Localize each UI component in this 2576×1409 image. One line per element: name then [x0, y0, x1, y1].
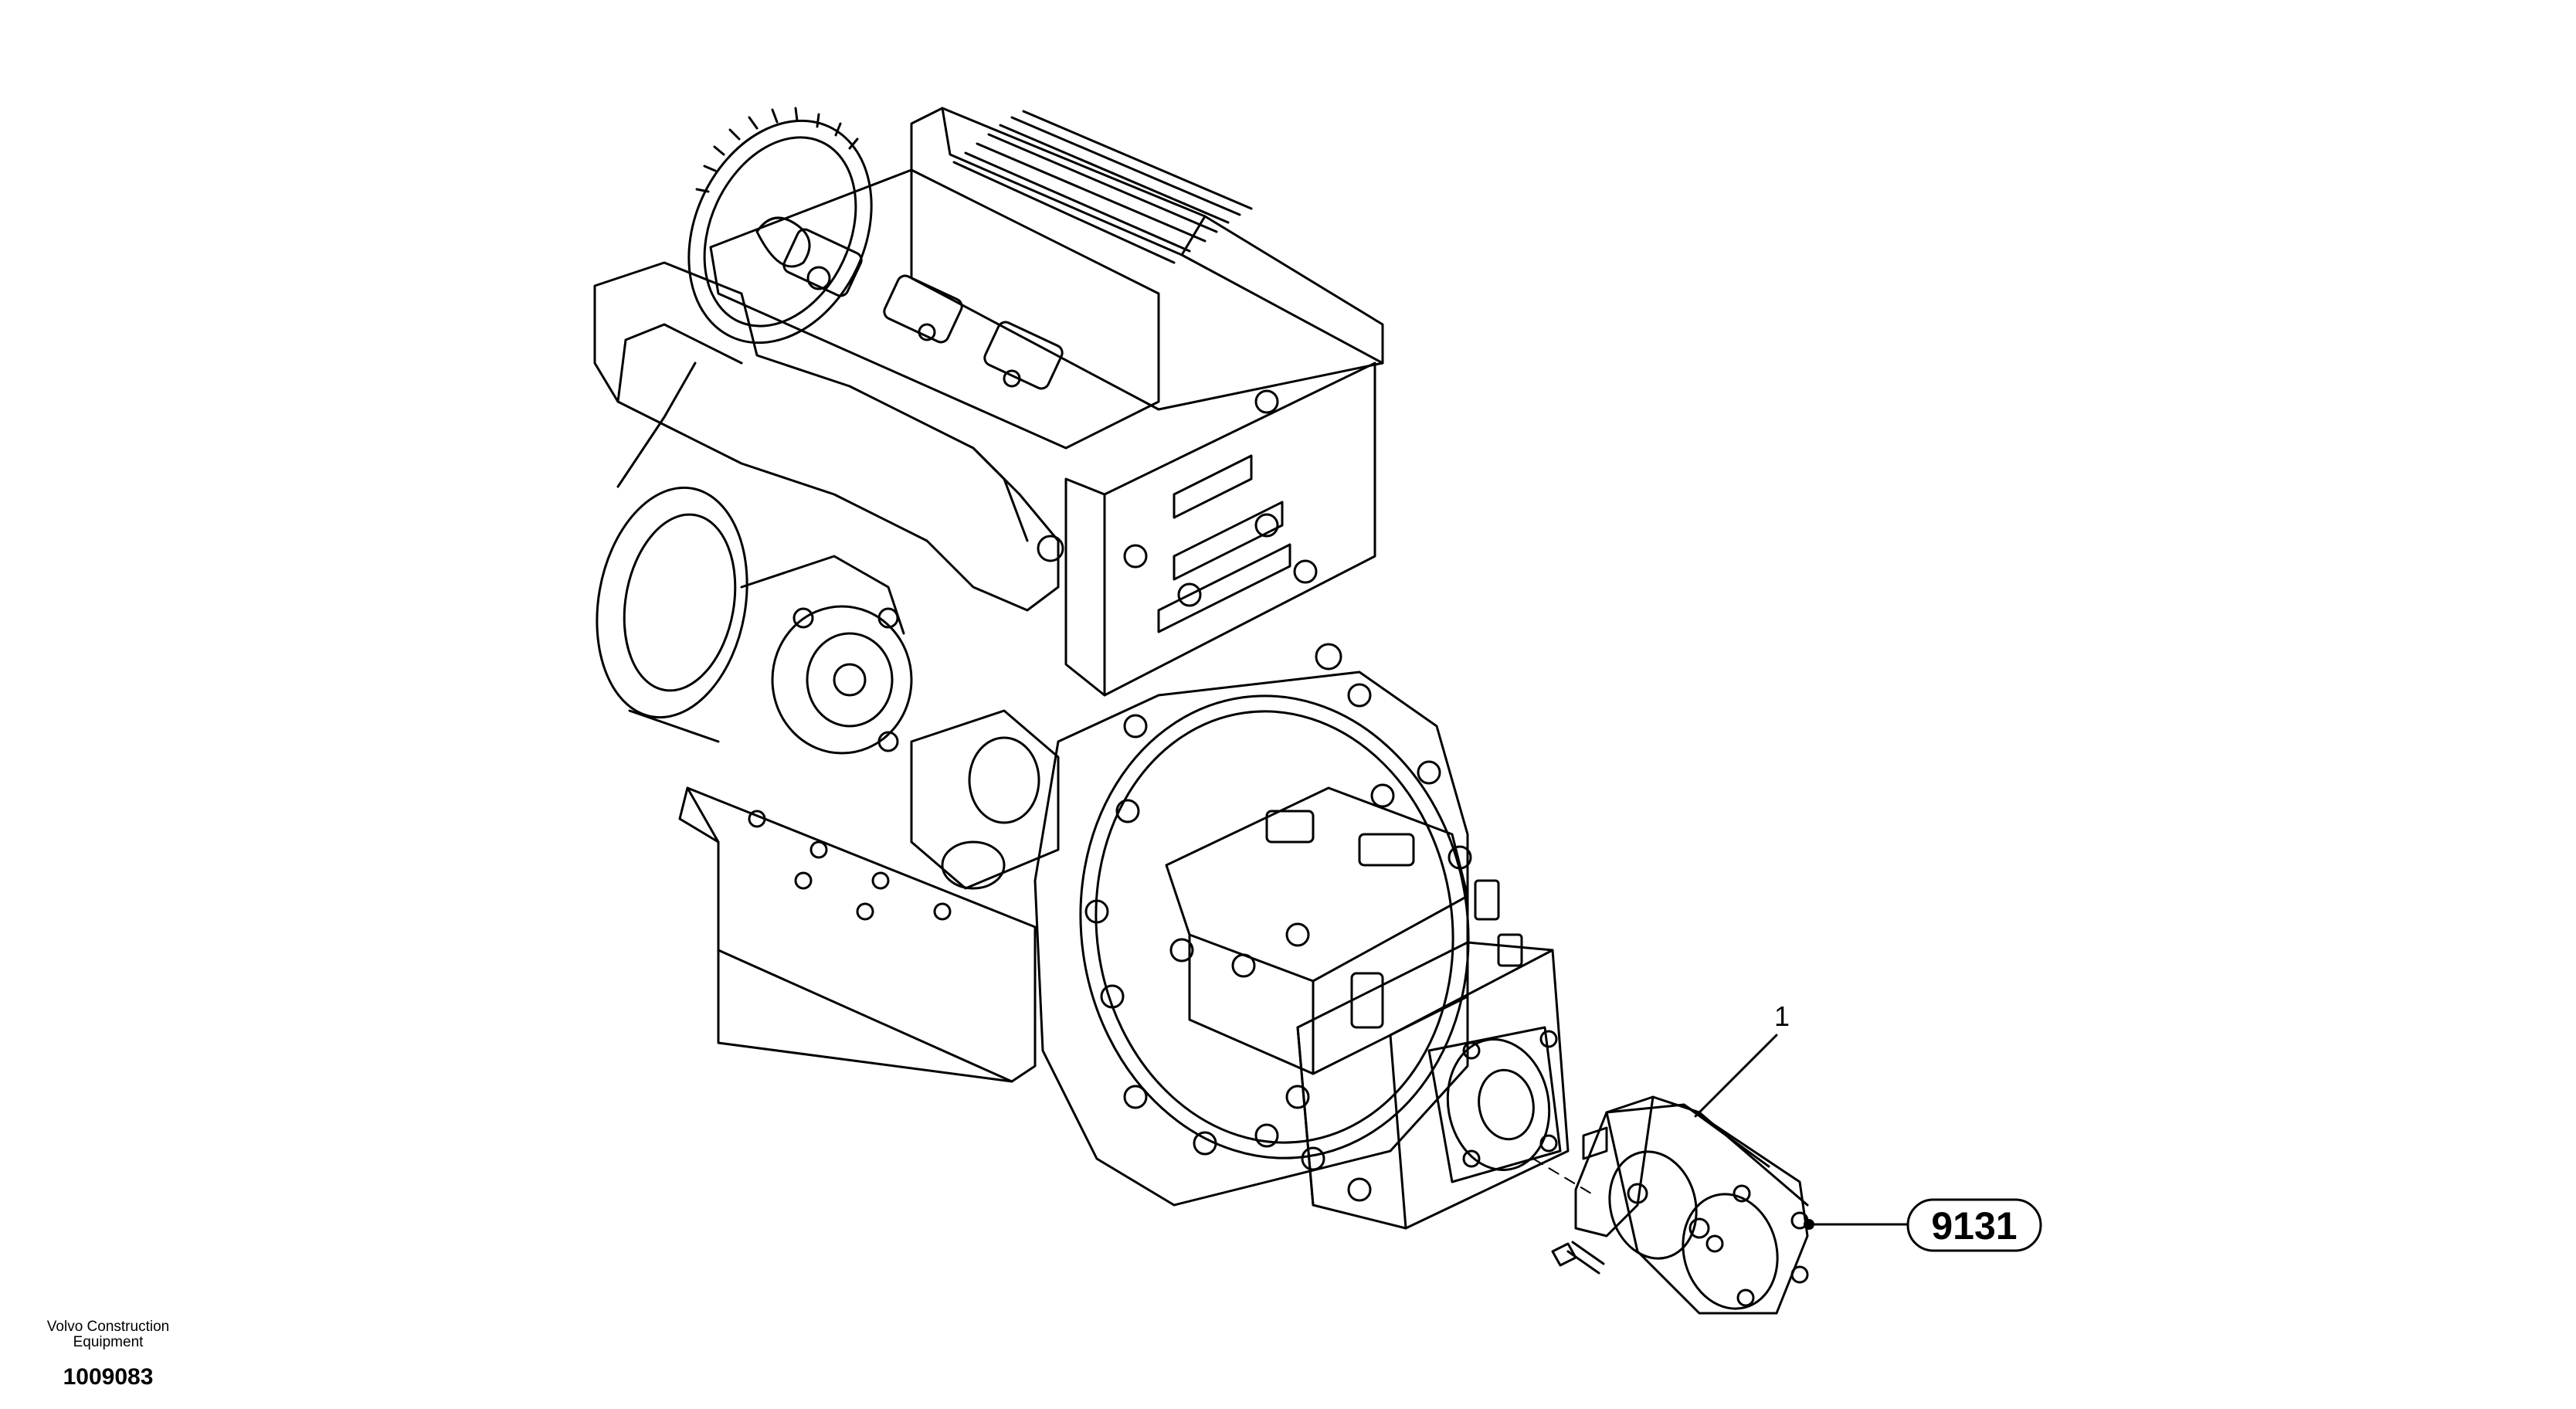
item-number-1: 1: [1774, 1000, 1790, 1032]
starter-motor: [910, 709, 1060, 890]
valve-cover: [910, 107, 1384, 411]
turbocharger: [740, 555, 913, 755]
oil-pan: [678, 786, 1037, 1083]
mounting-bolt: [1551, 1241, 1605, 1275]
company-name-line-1: Volvo Construction: [46, 1319, 170, 1335]
engine-assembly: [593, 107, 1384, 1083]
callout-label: 9131: [1931, 1204, 2017, 1248]
callout-bubble: [1906, 1198, 2042, 1252]
callout-9131: 9131: [1906, 1198, 2042, 1252]
item-1-leader: [1694, 1034, 1778, 1118]
main-hydraulic-pump: [1033, 643, 1570, 1230]
crank-pulley: [596, 362, 748, 743]
footer-credits: Volvo Construction Equipment 1009083: [31, 1319, 185, 1390]
company-name-line-2: Equipment: [73, 1334, 144, 1350]
exhaust-manifold: [593, 261, 1064, 612]
document-number: 1009083: [63, 1364, 154, 1390]
flywheel-ring: [687, 107, 873, 345]
callout-9131-leader: [1804, 1219, 1909, 1230]
front-plate: [1064, 362, 1376, 697]
gear-pump-item-1: [1532, 1095, 1809, 1315]
pump-output-flange: [1427, 1026, 1562, 1183]
cylinder-head: [709, 168, 1160, 450]
